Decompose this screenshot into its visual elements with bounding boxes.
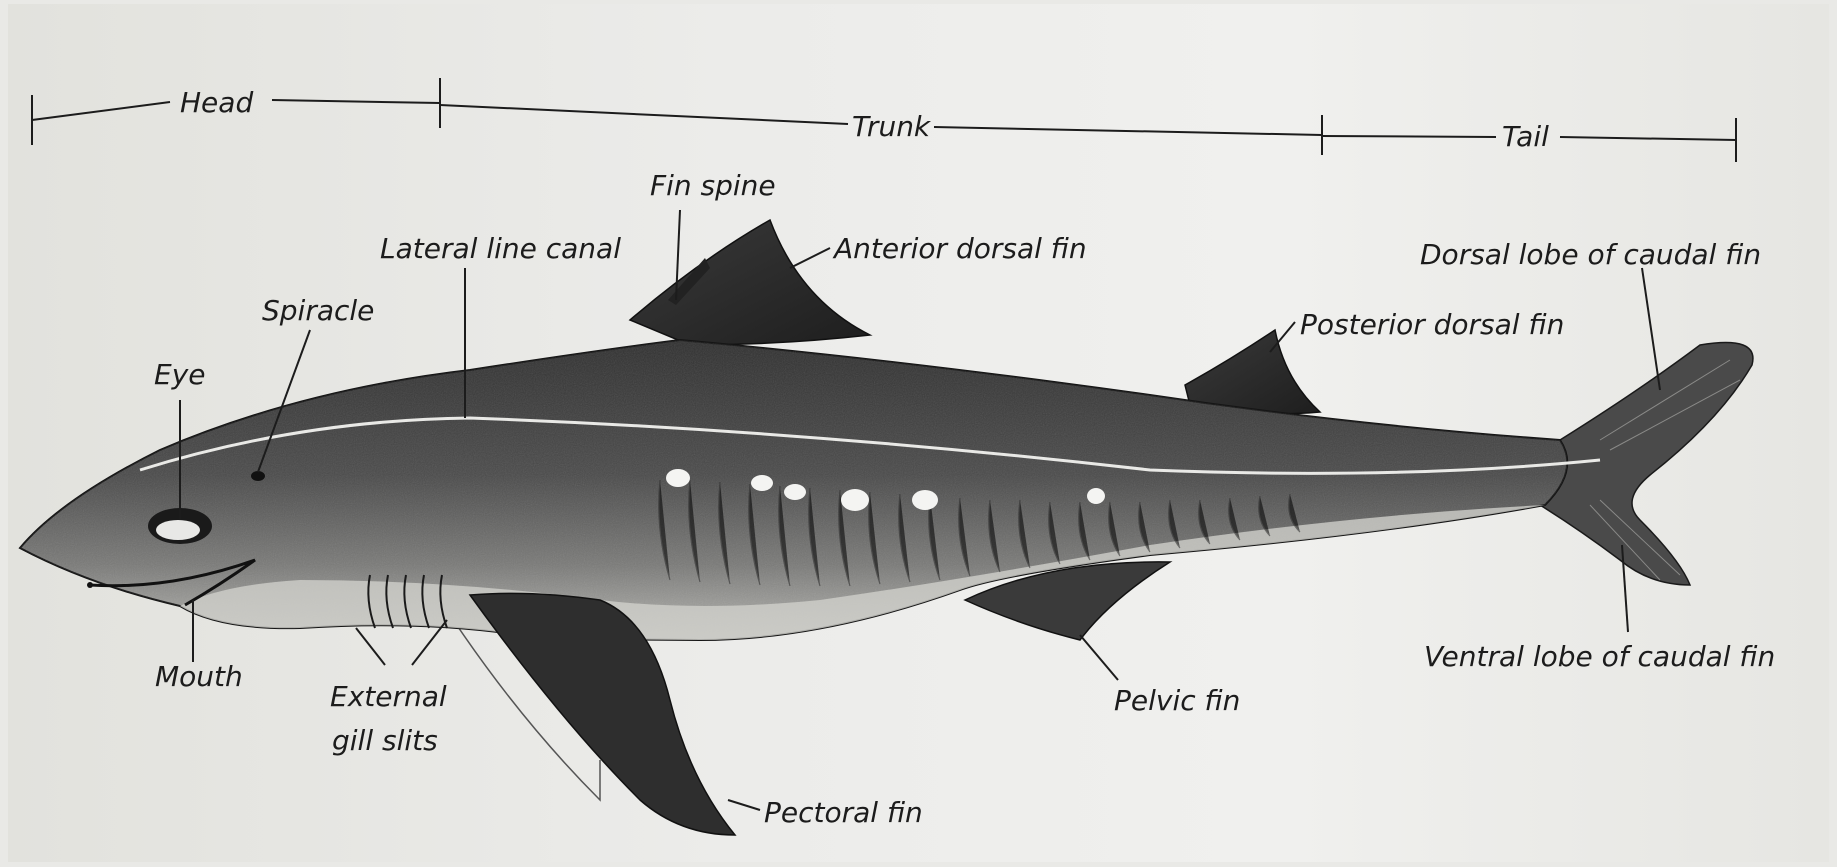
spiracle-shape: [251, 471, 265, 481]
label-mouth: Mouth: [155, 660, 243, 693]
label-pectoral-fin: Pectoral fin: [764, 796, 923, 829]
label-anterior-dorsal-fin: Anterior dorsal fin: [832, 232, 1087, 265]
trunk-bar-left: [440, 105, 848, 124]
label-fin-spine: Fin spine: [650, 169, 776, 202]
region-label-tail: Tail: [1502, 120, 1549, 153]
trunk-bar-right: [934, 127, 1322, 135]
region-label-head: Head: [180, 86, 253, 119]
leader-pectoral: [728, 800, 760, 810]
label-lateral-line-canal: Lateral line canal: [380, 232, 621, 265]
head-bar-right: [272, 100, 440, 103]
head-bar-left: [32, 102, 170, 120]
leader-dorsal-caudal: [1642, 268, 1660, 390]
label-pelvic-fin: Pelvic fin: [1114, 684, 1240, 717]
nostril-mark: [87, 582, 93, 588]
label-ventral-lobe-caudal: Ventral lobe of caudal fin: [1424, 640, 1775, 673]
leader-gill-left: [356, 628, 385, 665]
label-external-gill-line2: gill slits: [332, 724, 438, 757]
leader-anterior-dorsal: [790, 248, 830, 268]
leader-pelvic: [1080, 635, 1118, 680]
region-label-trunk: Trunk: [852, 110, 932, 143]
tail-bar-left: [1322, 136, 1496, 137]
label-spiracle: Spiracle: [262, 294, 374, 327]
tail-bar-right: [1560, 137, 1736, 140]
label-external-gill-line1: External: [330, 680, 447, 713]
label-posterior-dorsal-fin: Posterior dorsal fin: [1300, 308, 1564, 341]
label-eye: Eye: [154, 358, 206, 391]
posterior-dorsal-fin-shape: [1185, 330, 1320, 414]
label-dorsal-lobe-caudal: Dorsal lobe of caudal fin: [1420, 238, 1761, 271]
eye-highlight: [156, 520, 200, 540]
